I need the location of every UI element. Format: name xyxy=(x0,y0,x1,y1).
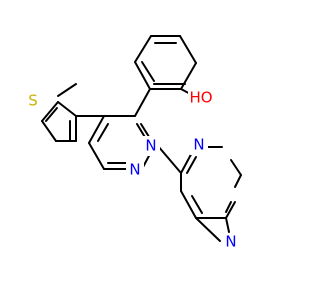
pyrimidinyl-ring xyxy=(180,146,242,219)
double-bond-inner xyxy=(45,107,58,122)
bond-pyrimidine-pyrimidinyl xyxy=(157,145,182,174)
bond xyxy=(57,101,77,117)
bond xyxy=(225,217,230,233)
pyrimidinyl-nitrogen-label: N xyxy=(225,233,236,251)
pyrimidine-nitrogen-label: N xyxy=(129,161,140,179)
double-bond-inner xyxy=(186,156,197,174)
thiophene-ring xyxy=(41,83,77,142)
bond xyxy=(41,101,59,122)
molecule-structure: HO S N N N N xyxy=(24,35,242,252)
pyrimidine-nitrogen-label: N xyxy=(145,137,156,155)
label-mask xyxy=(142,136,160,156)
bond xyxy=(180,62,197,90)
hydroxyl-label: HO xyxy=(189,89,212,107)
label-mask xyxy=(126,160,144,180)
bond xyxy=(225,201,236,219)
label-mask xyxy=(24,91,42,111)
bond xyxy=(234,174,242,188)
bond-phenyl-pyrimidine xyxy=(134,88,151,117)
phenol-ring xyxy=(134,35,197,98)
double-bond-inner xyxy=(97,123,109,142)
bond xyxy=(88,115,105,144)
sulfur-label: S xyxy=(28,92,38,110)
bond xyxy=(134,61,151,90)
double-bond-inner xyxy=(191,195,203,214)
bond xyxy=(230,159,242,176)
bond xyxy=(195,217,221,242)
label-mask xyxy=(190,135,208,155)
double-bond-inner xyxy=(225,201,232,213)
bond xyxy=(180,190,197,219)
bond xyxy=(179,35,197,64)
structure-canvas: HO S N N N N xyxy=(24,35,242,252)
bond xyxy=(134,35,152,63)
double-bond-inner xyxy=(141,61,155,82)
label-mask xyxy=(222,232,240,252)
bond xyxy=(57,83,77,97)
label-mask xyxy=(188,87,216,107)
bond xyxy=(41,120,57,142)
pyrimidinyl-nitrogen-label: N xyxy=(193,136,204,154)
bond xyxy=(88,142,105,170)
